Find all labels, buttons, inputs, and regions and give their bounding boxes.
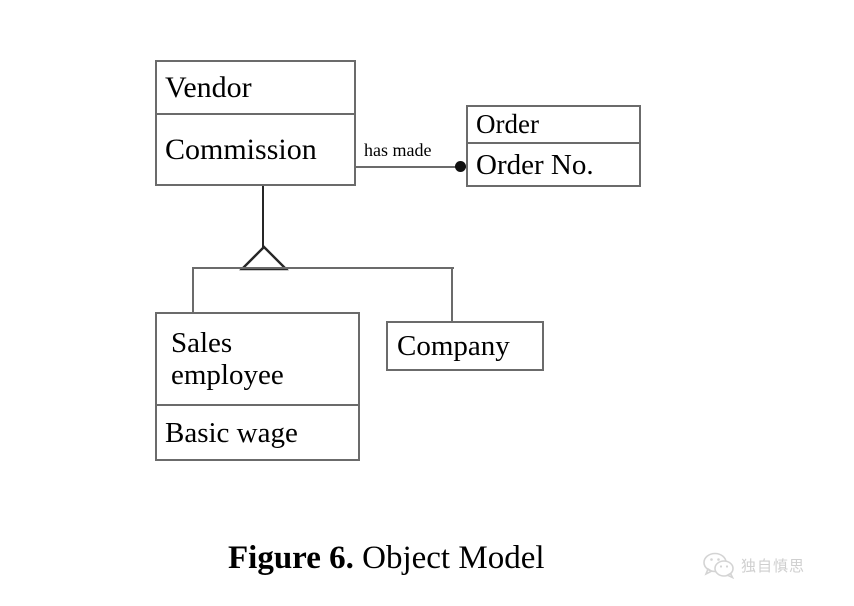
watermark: 独自慎思 bbox=[703, 552, 805, 579]
class-attribute-order: Order No. bbox=[476, 149, 594, 182]
class-box-sales-employee[interactable]: Sales employee Basic wage bbox=[155, 312, 360, 461]
generalization-bar bbox=[193, 267, 454, 269]
generalization-branch-sales-employee bbox=[192, 267, 194, 313]
class-attribute-vendor: Commission bbox=[165, 132, 317, 166]
caption-label: Figure 6. bbox=[228, 540, 354, 576]
caption-title: Object Model bbox=[362, 540, 545, 576]
association-end-dot bbox=[455, 161, 466, 172]
association-line-vendor-order bbox=[356, 166, 468, 168]
class-box-vendor[interactable]: Vendor Commission bbox=[155, 60, 356, 186]
generalization-stem bbox=[262, 186, 264, 249]
class-name-sales-employee: Sales employee bbox=[157, 314, 358, 406]
watermark-text: 独自慎思 bbox=[741, 557, 806, 575]
class-box-company[interactable]: Company bbox=[386, 321, 544, 371]
figure-caption: Figure 6. Object Model bbox=[228, 540, 545, 577]
caption-spacer bbox=[354, 540, 362, 576]
class-name-company: Company bbox=[397, 329, 510, 362]
class-attribute-sales-employee: Basic wage bbox=[165, 417, 298, 450]
class-name-order: Order bbox=[468, 107, 639, 144]
generalization-branch-company bbox=[451, 267, 453, 322]
class-box-order[interactable]: Order Order No. bbox=[466, 105, 641, 187]
generalization-triangle-icon bbox=[239, 245, 289, 271]
class-name-vendor: Vendor bbox=[157, 62, 354, 115]
association-label-has-made: has made bbox=[364, 140, 432, 161]
wechat-icon bbox=[703, 552, 735, 579]
